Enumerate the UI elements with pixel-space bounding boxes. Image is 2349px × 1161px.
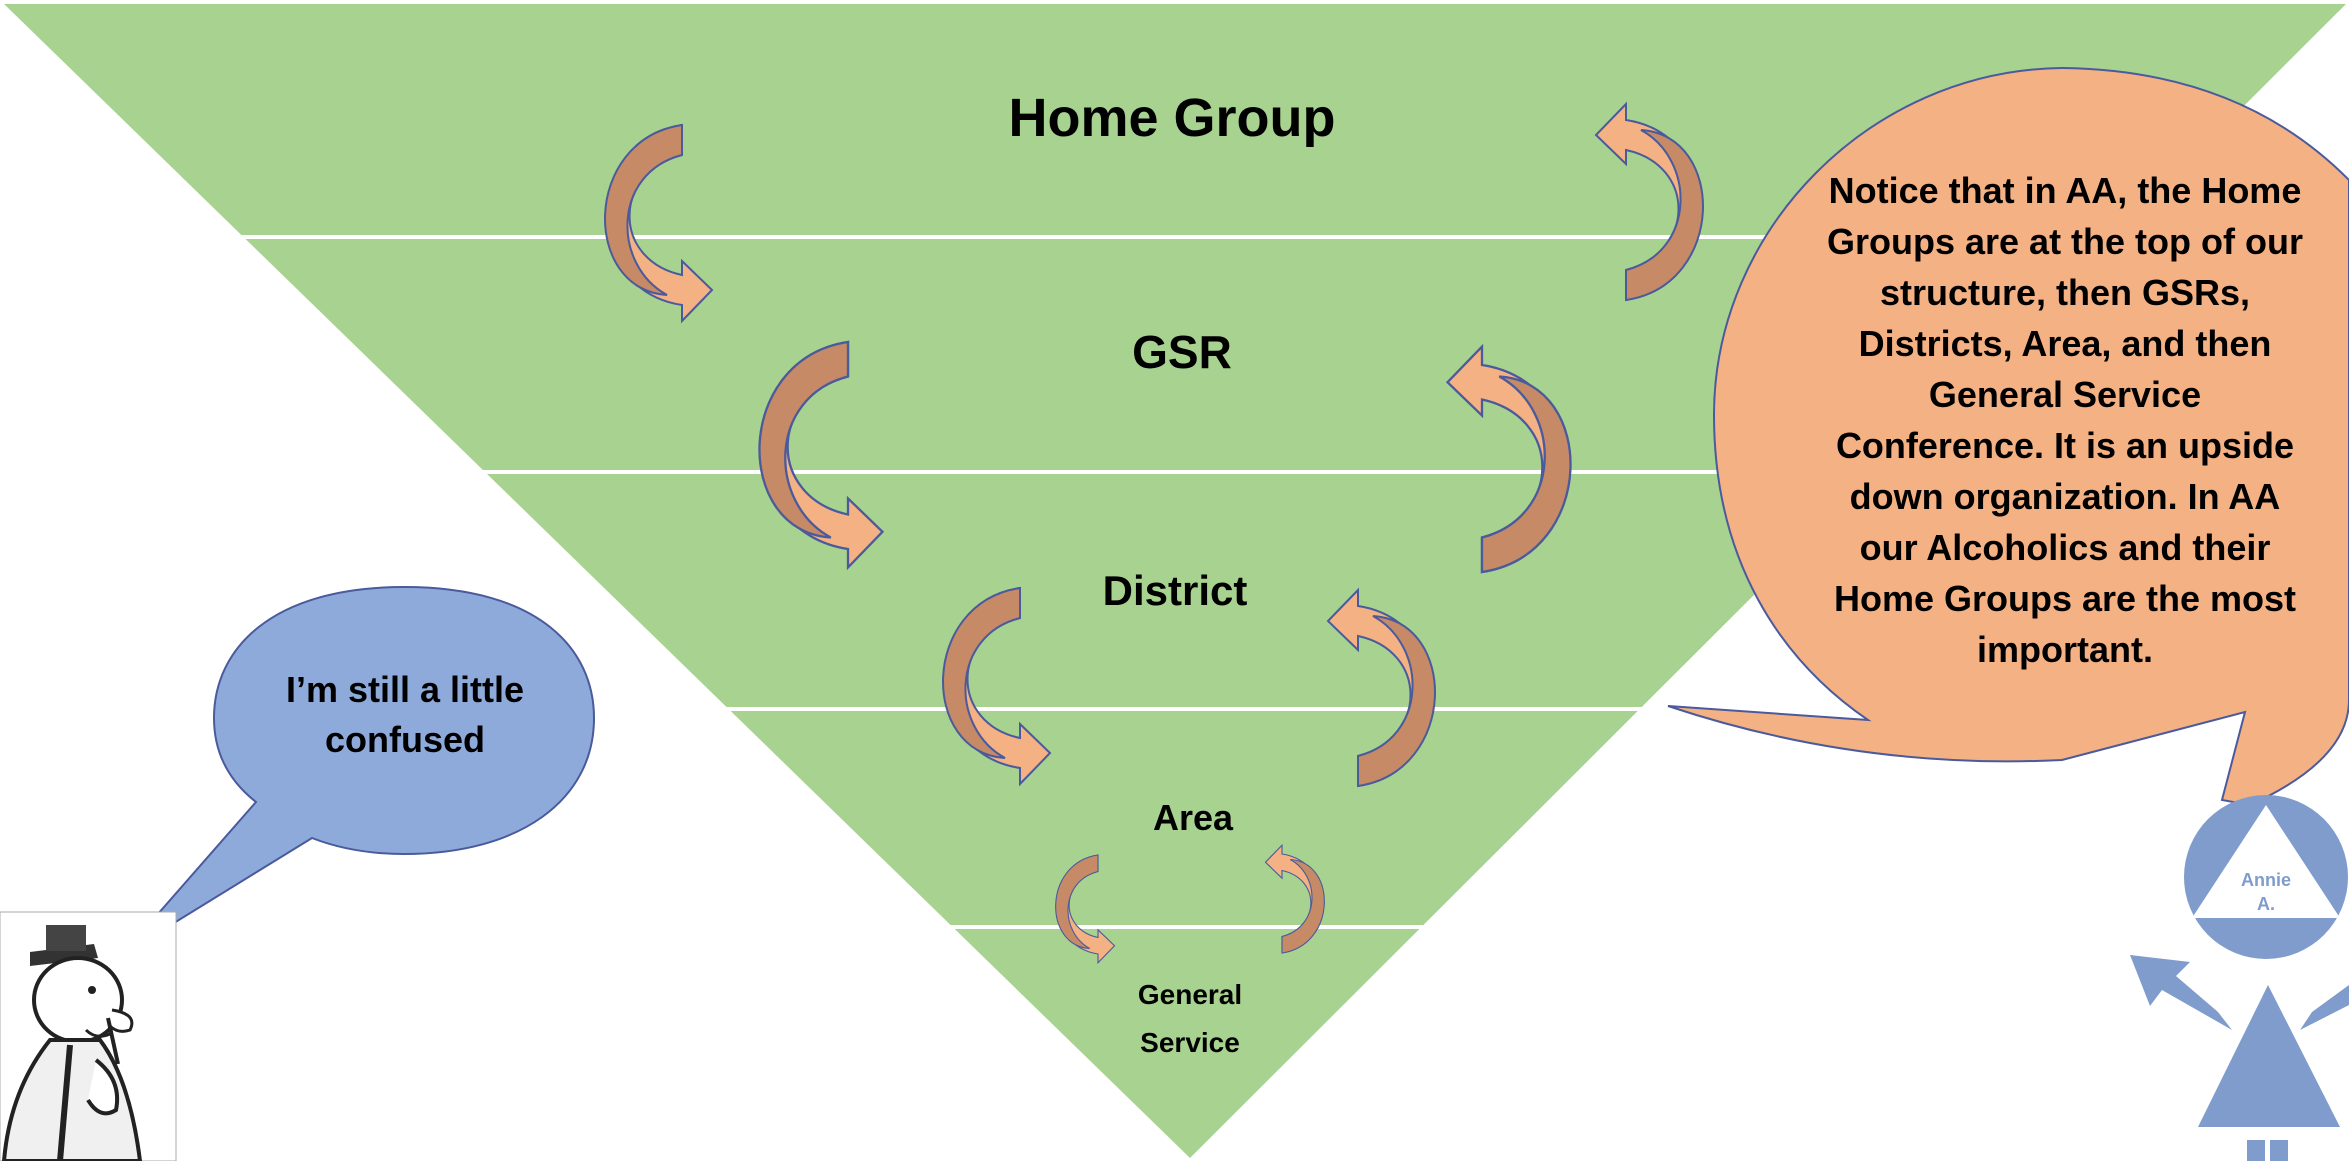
right-bubble-text: Notice that in AA, the Home Groups are a… [1826,170,2303,670]
figure-name-line2: A. [2257,894,2275,914]
speech-bubble-left [121,585,596,956]
left-bubble-text: I’m still a little confused [285,669,525,760]
speech-bubble-right [1667,66,2349,807]
tier-label-general: General [1138,979,1242,1010]
tier-label-gsr: GSR [1132,326,1232,378]
figure-name-line1: Annie [2241,870,2291,890]
tier-label-service: Service [1140,1027,1240,1058]
person-cartoon-icon [0,911,177,1161]
tier-label-district: District [1103,567,1248,614]
stick-figure-icon: Annie A. [2130,795,2349,1161]
tier-label-area: Area [1153,797,1234,838]
tier-label-home-group: Home Group [1008,88,1335,148]
